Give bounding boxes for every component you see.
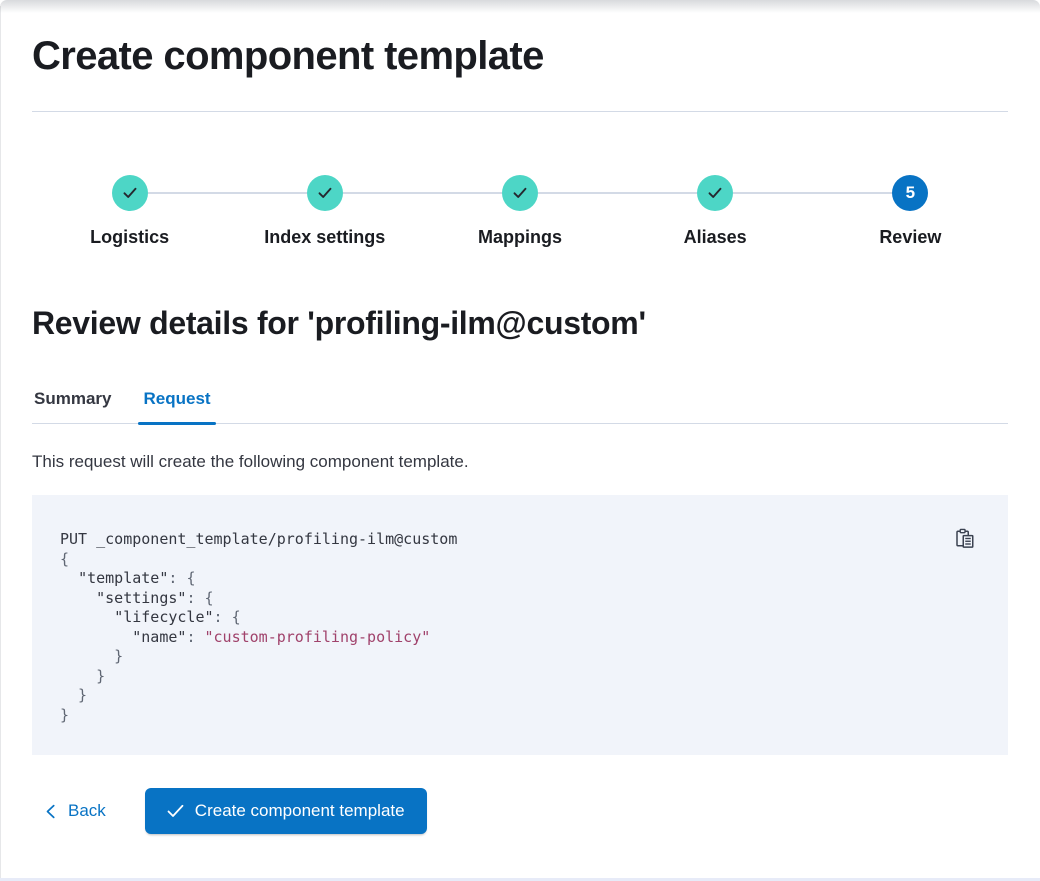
code-line: "lifecycle": { xyxy=(114,608,241,626)
code-line: PUT _component_template/profiling-ilm@cu… xyxy=(60,530,458,548)
review-tabs: Summary Request xyxy=(32,388,1008,425)
step-label: Aliases xyxy=(683,227,747,247)
step-check-icon[interactable] xyxy=(697,175,734,211)
copy-clipboard-icon[interactable] xyxy=(954,527,976,549)
code-line: } xyxy=(60,686,88,704)
code-line: } xyxy=(60,705,70,724)
footer-actions: Back Create component template xyxy=(32,788,1008,834)
code-line: "name": "custom-profiling-policy" xyxy=(132,627,431,646)
create-component-template-button[interactable]: Create component template xyxy=(144,788,427,834)
create-component-template-page: Create component template Logistics Index… xyxy=(32,34,1008,834)
header-divider xyxy=(32,111,1008,112)
tab-summary[interactable]: Summary xyxy=(34,389,112,408)
step-label: Review xyxy=(879,227,942,247)
step-logistics[interactable]: Logistics xyxy=(32,175,228,249)
tab-request[interactable]: Request xyxy=(138,388,216,425)
code-content: PUT _component_template/profiling-ilm@cu… xyxy=(60,530,938,725)
back-button-label: Back xyxy=(68,801,106,820)
step-label: Mappings xyxy=(477,227,562,247)
step-check-icon[interactable] xyxy=(111,175,148,211)
chevron-left-icon xyxy=(44,804,57,819)
step-label: Index settings xyxy=(264,227,386,247)
code-line: } xyxy=(60,666,106,685)
step-aliases[interactable]: Aliases xyxy=(617,175,813,249)
page-title: Create component template xyxy=(32,34,544,78)
review-heading: Review details for 'profiling-ilm@custom… xyxy=(32,305,646,341)
back-button[interactable]: Back xyxy=(38,788,112,834)
create-button-label: Create component template xyxy=(194,801,405,820)
code-line: "settings": { xyxy=(96,588,214,607)
step-check-icon[interactable] xyxy=(501,175,538,211)
request-description: This request will create the following c… xyxy=(32,452,469,471)
step-mappings[interactable]: Mappings xyxy=(422,175,618,249)
code-line: { xyxy=(60,549,70,568)
check-icon xyxy=(167,804,184,818)
step-label: Logistics xyxy=(90,227,170,247)
request-code-block: PUT _component_template/profiling-ilm@cu… xyxy=(32,495,1008,755)
code-line: "template": { xyxy=(78,569,196,587)
step-check-icon[interactable] xyxy=(306,175,343,211)
step-number-circle[interactable]: 5 xyxy=(892,175,929,211)
step-index-settings[interactable]: Index settings xyxy=(227,175,423,249)
code-line: } xyxy=(60,647,124,665)
